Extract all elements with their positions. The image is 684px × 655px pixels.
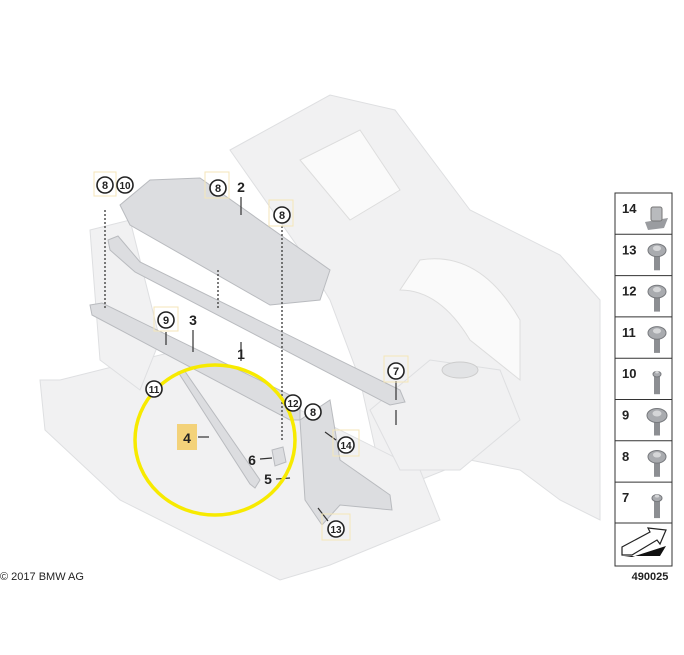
svg-text:11: 11: [149, 385, 160, 396]
parts: [89, 177, 406, 526]
legend-number: 9: [622, 408, 629, 423]
svg-text:4: 4: [183, 430, 191, 446]
svg-text:12: 12: [287, 399, 299, 410]
callout-1[interactable]: 1: [237, 346, 245, 362]
callout-8[interactable]: 8: [268, 199, 294, 227]
diagram-id: 490025: [632, 571, 669, 583]
legend-item-12[interactable]: 12: [615, 275, 672, 312]
orientation-arrow-icon: [621, 527, 667, 557]
svg-text:1: 1: [237, 346, 245, 362]
svg-text:6: 6: [248, 452, 256, 468]
callout-8[interactable]: 8: [93, 171, 117, 197]
legend-number: 7: [622, 490, 629, 505]
legend-number: 8: [622, 449, 629, 464]
callout-4-highlighted[interactable]: 4: [177, 424, 197, 450]
svg-text:13: 13: [330, 525, 342, 536]
callout-11[interactable]: 11: [145, 380, 163, 398]
svg-text:14: 14: [340, 441, 352, 452]
flange-screw-icon: [647, 284, 667, 312]
callout-14[interactable]: 14: [332, 429, 360, 457]
svg-text:5: 5: [264, 471, 272, 487]
legend-number: 12: [622, 284, 636, 299]
svg-text:8: 8: [102, 180, 108, 192]
highlight-circle: [133, 363, 297, 517]
callout-7[interactable]: 7: [383, 355, 409, 383]
callout-10[interactable]: 10: [116, 176, 134, 194]
fastener-legend: 14 13 12 11 10 9 8 7 490025: [614, 192, 673, 583]
bolt-icon: [651, 494, 663, 519]
copyright: © 2017 BMW AG: [0, 571, 84, 583]
svg-text:3: 3: [189, 312, 197, 328]
legend-item-13[interactable]: 13: [615, 233, 672, 271]
washer-screw-icon: [646, 408, 668, 436]
legend-item-14[interactable]: 14: [622, 201, 668, 230]
legend-item-9[interactable]: 9: [615, 399, 672, 436]
legend-number: 10: [622, 366, 636, 381]
clip-nut-icon: [645, 206, 668, 230]
callout-8[interactable]: 8: [304, 403, 322, 421]
svg-text:8: 8: [215, 183, 221, 195]
legend-number: 13: [622, 242, 636, 257]
part-1-crossmember: [107, 235, 406, 406]
svg-text:8: 8: [310, 407, 316, 419]
svg-text:2: 2: [237, 179, 245, 195]
callout-3[interactable]: 3: [189, 312, 197, 328]
torx-screw-icon: [647, 450, 667, 477]
legend-number: 11: [622, 325, 636, 340]
callout-2[interactable]: 2: [237, 179, 245, 195]
stud-bolt-icon: [652, 370, 662, 395]
callout-12[interactable]: 12: [284, 394, 302, 412]
legend-item-11[interactable]: 11: [615, 316, 672, 353]
svg-text:9: 9: [163, 315, 169, 327]
callout-5[interactable]: 5: [264, 471, 272, 487]
collar-screw-icon: [647, 326, 667, 353]
legend-item-10[interactable]: 10: [615, 357, 672, 395]
svg-text:10: 10: [119, 181, 131, 192]
legend-item-7[interactable]: 7: [615, 481, 672, 519]
hex-bolt-washer-icon: [647, 243, 667, 271]
callout-13[interactable]: 13: [321, 513, 351, 541]
callout-8[interactable]: 8: [204, 171, 230, 199]
part-13-bracket: [299, 399, 393, 526]
svg-text:7: 7: [393, 366, 399, 378]
svg-text:8: 8: [279, 210, 285, 222]
callout-6[interactable]: 6: [248, 452, 256, 468]
legend-item-8[interactable]: 8: [615, 440, 672, 477]
part-6-bracket: [271, 446, 287, 467]
legend-number: 14: [622, 201, 637, 216]
part-2-cover: [119, 177, 331, 306]
callout-9[interactable]: 9: [153, 306, 179, 332]
